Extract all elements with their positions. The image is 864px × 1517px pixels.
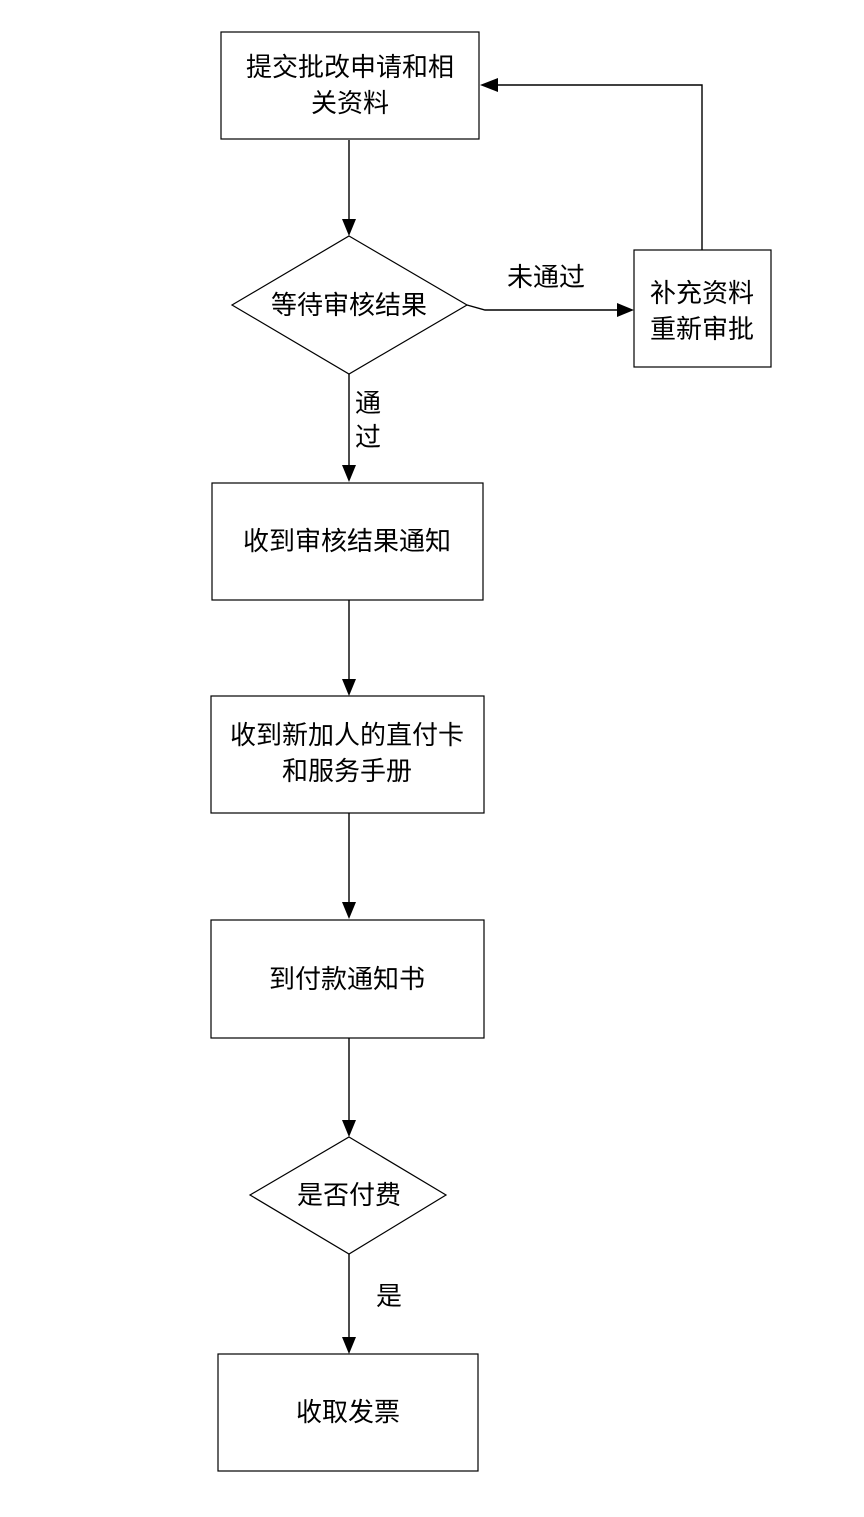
node-card-line-1: 收到新加人的直付卡 xyxy=(230,721,464,751)
node-resubmit: 补充资料 重新审批 xyxy=(633,249,772,368)
node-payment-notice-label: 到付款通知书 xyxy=(269,965,425,995)
process-box xyxy=(633,249,772,368)
arrowhead-icon xyxy=(480,78,498,92)
node-payment-notice: 到付款通知书 xyxy=(210,919,485,1039)
node-notify-label: 收到审核结果通知 xyxy=(243,527,451,557)
node-submit-line-2: 关资料 xyxy=(311,89,389,119)
edge-labels: 未通过 通 过 是 xyxy=(355,263,585,1312)
node-resubmit-line-2: 重新审批 xyxy=(650,315,754,345)
arrow-resubmit-to-submit xyxy=(497,84,703,250)
node-card: 收到新加人的直付卡 和服务手册 xyxy=(210,695,485,814)
edge-label-passed-1: 通 xyxy=(355,389,381,419)
arrowhead-icon xyxy=(342,219,356,236)
process-box xyxy=(210,695,485,814)
node-invoice-label: 收取发票 xyxy=(296,1398,400,1428)
process-box xyxy=(210,919,485,1039)
node-paid-label: 是否付费 xyxy=(297,1181,401,1211)
process-box xyxy=(211,482,484,601)
arrowhead-icon xyxy=(342,679,356,696)
arrowhead-icon xyxy=(342,465,356,482)
arrow-review-to-resubmit xyxy=(466,304,618,311)
node-notify: 收到审核结果通知 xyxy=(211,482,484,601)
edge-label-not-passed: 未通过 xyxy=(507,263,585,293)
node-paid: 是否付费 xyxy=(248,1136,448,1255)
edge-label-passed-2: 过 xyxy=(355,423,381,453)
node-submit: 提交批改申请和相 关资料 xyxy=(220,31,480,140)
arrowhead-icon xyxy=(342,1120,356,1137)
node-resubmit-line-1: 补充资料 xyxy=(650,279,754,309)
arrowhead-icon xyxy=(342,902,356,919)
process-box xyxy=(220,31,480,140)
decision-diamond xyxy=(230,235,469,375)
node-wait-review: 等待审核结果 xyxy=(230,235,469,375)
connectors xyxy=(342,78,703,1354)
arrowhead-icon xyxy=(342,1337,356,1354)
node-card-line-2: 和服务手册 xyxy=(282,757,412,787)
edge-label-yes: 是 xyxy=(376,1282,402,1312)
arrowhead-icon xyxy=(617,303,634,317)
node-submit-line-1: 提交批改申请和相 xyxy=(246,53,454,83)
process-box xyxy=(217,1353,479,1472)
node-wait-review-label: 等待审核结果 xyxy=(271,291,427,321)
decision-diamond xyxy=(248,1136,448,1255)
node-invoice: 收取发票 xyxy=(217,1353,479,1472)
